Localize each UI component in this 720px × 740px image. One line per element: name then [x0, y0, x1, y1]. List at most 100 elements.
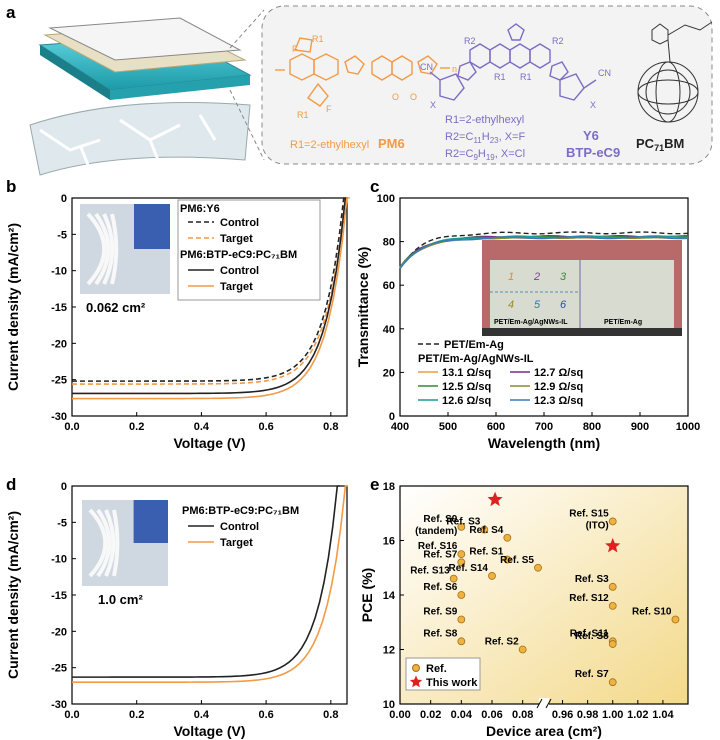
x-tick-label: 0.06: [481, 709, 502, 721]
y-tick-label: -25: [51, 663, 67, 675]
y-tick-label: -5: [57, 517, 67, 529]
point-label: Ref. S12: [569, 593, 609, 604]
legend-label: Target: [220, 281, 253, 293]
y-tick-label: 12: [383, 645, 395, 657]
data-point: [480, 525, 489, 534]
legend-group: PM6:BTP-eC9:PC₇₁BM: [182, 505, 299, 517]
x-axis-label: Device area (cm²): [486, 723, 602, 739]
inset-region-label: 6: [560, 299, 567, 311]
y-axis-label: Current density (mA/cm²): [5, 223, 21, 391]
svg-text:CN: CN: [420, 62, 433, 72]
svg-text:R1: R1: [520, 72, 532, 82]
y-tick-label: -30: [51, 699, 67, 711]
panel-label-b: b: [6, 177, 16, 196]
legend-group-1: PM6:Y6: [180, 203, 220, 215]
legend-title-1: PET/Em-Ag: [444, 339, 504, 351]
pc71bm-name: PC71BM: [636, 136, 684, 153]
point-label: Ref. S8: [423, 628, 457, 639]
y-tick-label: 16: [383, 536, 395, 548]
x-tick-label: 0.00: [389, 709, 410, 721]
point-label: Ref. S1: [469, 547, 503, 558]
panel-label-c: c: [370, 177, 379, 196]
inset-region-label: 2: [533, 271, 540, 283]
x-tick-label: 0.08: [512, 709, 533, 721]
data-point: [503, 555, 512, 564]
x-axis-label: Voltage (V): [173, 723, 245, 739]
series-line-1: [71, 197, 349, 385]
data-point: [457, 550, 466, 559]
legend-label: Target: [220, 537, 253, 549]
data-point: [608, 640, 617, 648]
point-label: Ref. S11: [570, 628, 609, 639]
y6-name: Y6: [583, 128, 599, 143]
y-tick-label: -15: [51, 590, 67, 602]
x-tick-label: 700: [535, 421, 553, 433]
y-tick-label: 80: [383, 237, 395, 249]
x-tick-label: 0.0: [64, 709, 79, 721]
svg-text:O: O: [392, 92, 399, 102]
point-label: Ref. S15: [569, 508, 609, 519]
y-tick-label: -15: [51, 302, 67, 314]
x-tick-label: 0.6: [258, 421, 273, 433]
inset-label-ag-nws: PET/Em-Ag/AgNWs-IL: [494, 319, 568, 326]
y-tick-label: 60: [383, 280, 395, 292]
legend-label: Target: [220, 233, 253, 245]
y-tick-label: 0: [389, 411, 395, 423]
series-line-0: [71, 197, 347, 382]
point-label-note: (tandem): [415, 526, 457, 537]
point-label: Ref. S5: [500, 555, 534, 566]
x-tick-label: 0.4: [194, 421, 210, 433]
legend-label: 12.6 Ω/sq: [442, 395, 491, 407]
legend-title-2: PET/Em-Ag/AgNWs-IL: [418, 353, 534, 365]
y6-r2b-label: R2=C9H19, X=Cl: [445, 148, 525, 162]
data-point: [457, 522, 466, 531]
panel-label-d: d: [6, 475, 16, 494]
point-label: Ref. S14: [449, 563, 489, 574]
y-tick-label: 0: [61, 193, 67, 205]
x-tick-label: 0.96: [552, 709, 573, 721]
svg-text:R1: R1: [494, 72, 506, 82]
point-label: Ref. S9: [423, 607, 457, 618]
data-point: [488, 572, 496, 580]
y-tick-label: 20: [383, 367, 395, 379]
legend-group-2: PM6:BTP-eC9:PC₇₁BM: [180, 249, 297, 261]
device-schematic: [29, 17, 252, 176]
x-tick-label: 0.8: [323, 709, 338, 721]
pm6-structure: [275, 37, 450, 107]
svg-text:CN: CN: [598, 68, 611, 78]
point-label: Ref. S7: [575, 669, 609, 680]
panel-label-a: a: [6, 3, 16, 22]
btp-ec9-name: BTP-eC9: [566, 145, 620, 160]
y6-r1-label: R1=2-ethylhexyl: [445, 114, 524, 126]
legend-label: 12.3 Ω/sq: [534, 395, 583, 407]
data-point: [457, 615, 466, 624]
x-tick-label: 0.8: [323, 421, 338, 433]
inset-area-label: 0.062 cm²: [86, 300, 146, 315]
panel-label-e: e: [370, 475, 379, 494]
y-tick-label: -25: [51, 375, 67, 387]
x-tick-label: 0.0: [64, 421, 79, 433]
point-label: Ref. S7: [423, 549, 457, 560]
point-label-note: (ITO): [586, 520, 609, 531]
legend-label: 12.5 Ω/sq: [442, 381, 491, 393]
inset-region-label: 3: [560, 271, 567, 283]
series-line-3: [71, 197, 350, 400]
x-axis-label: Voltage (V): [173, 435, 245, 451]
y-tick-label: -20: [51, 626, 67, 638]
svg-text:n: n: [452, 64, 457, 74]
y-tick-label: 0: [61, 481, 67, 493]
point-label: Ref. S2: [485, 637, 519, 648]
x-tick-label: 0.2: [129, 421, 144, 433]
series-line-0: [71, 485, 340, 678]
inset-label-em-ag: PET/Em-Ag: [604, 319, 642, 326]
svg-text:R1: R1: [312, 34, 324, 44]
y-tick-label: -5: [57, 229, 67, 241]
legend-label: Control: [220, 521, 259, 533]
svg-text:F: F: [326, 104, 332, 114]
y6-r2a-label: R2=C11H23, X=F: [445, 131, 525, 145]
svg-text:O: O: [410, 92, 417, 102]
x-tick-label: 1.02: [627, 709, 648, 721]
